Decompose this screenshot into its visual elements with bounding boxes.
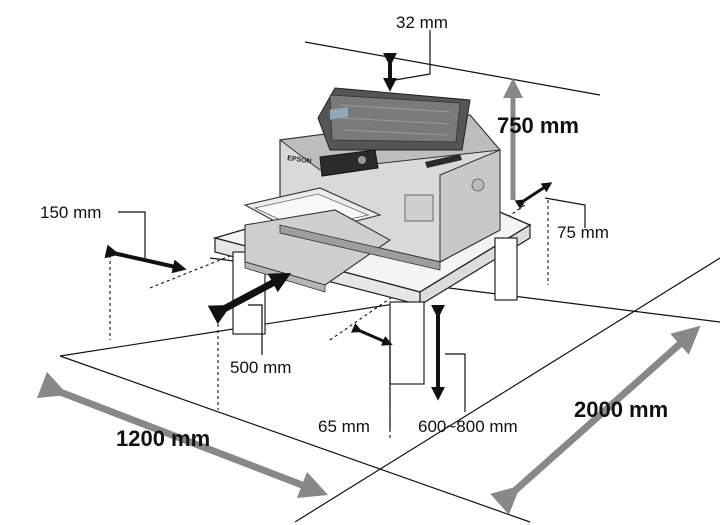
- label-top-clearance: 32 mm: [396, 13, 448, 32]
- label-height-clearance: 750 mm: [497, 113, 579, 138]
- front-clearance-arrow: [207, 273, 292, 325]
- label-leg-clearance: 65 mm: [318, 417, 370, 436]
- width-arrow: [36, 371, 329, 499]
- depth-arrow: [490, 325, 701, 515]
- gray-dimension-arrows: [36, 78, 701, 515]
- top-leader-line: [394, 30, 431, 81]
- printer-brand: EPSON: [287, 155, 312, 165]
- left-clearance-arrow: [104, 244, 187, 274]
- label-width: 1200 mm: [116, 426, 210, 451]
- label-left-clearance: 150 mm: [40, 203, 101, 222]
- leader-lines: [118, 197, 586, 430]
- top-clearance-line: [304, 41, 601, 96]
- leg-clearance-arrow: [350, 323, 393, 346]
- label-table-height: 600~800 mm: [418, 417, 518, 436]
- label-depth: 2000 mm: [574, 397, 668, 422]
- printer: EPSON: [243, 87, 501, 293]
- label-right-clearance: 75 mm: [557, 223, 609, 242]
- label-front-clearance: 500 mm: [230, 358, 291, 377]
- black-dimension-arrows: [104, 52, 553, 401]
- right-clearance-arrow: [514, 182, 553, 210]
